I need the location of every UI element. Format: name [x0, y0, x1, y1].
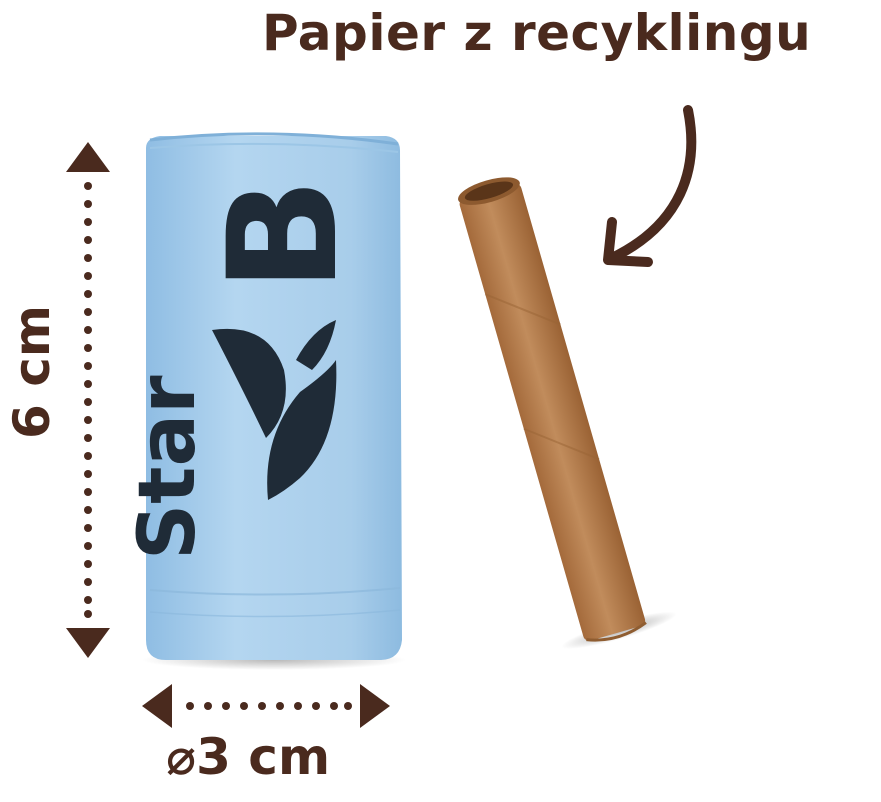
curved-arrow-icon	[603, 105, 697, 267]
roll-print-text-2: B	[197, 178, 371, 292]
diameter-dimension-arrow-icon	[142, 684, 390, 728]
bag-roll: Star B	[123, 132, 406, 670]
height-dimension-arrow-icon	[66, 142, 110, 658]
height-label: 6 cm	[3, 305, 61, 439]
paper-core-tube	[458, 177, 677, 649]
leaf-icon	[212, 320, 337, 500]
roll-print-text-1: Star	[123, 375, 213, 560]
diameter-label: ⌀3 cm	[166, 728, 331, 786]
headline: Papier z recyklingu	[262, 4, 812, 62]
